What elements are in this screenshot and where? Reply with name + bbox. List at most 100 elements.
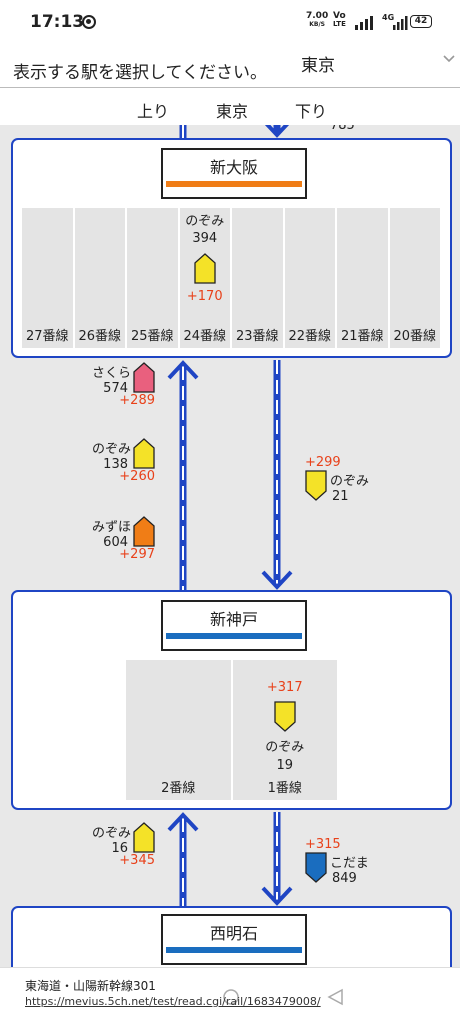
- track[interactable]: 27番線: [22, 208, 75, 348]
- station-card: 新神戸 2番線 1番線 +317 のぞみ 19: [11, 590, 452, 810]
- track-label: 23番線: [235, 329, 279, 344]
- train-number: 138: [103, 457, 128, 472]
- track-label: 21番線: [340, 329, 384, 344]
- train-marker[interactable]: [133, 516, 155, 551]
- station-line-bar: [166, 633, 302, 639]
- station-picker: 表示する駅を選択してください。 東京: [0, 44, 460, 88]
- train-service: のぞみ: [91, 442, 131, 457]
- train-marker[interactable]: [274, 701, 296, 736]
- station-sign: 西明石: [161, 914, 307, 965]
- status-time: 17:13: [30, 12, 85, 32]
- station-card: 西明石: [11, 906, 452, 967]
- train-marker[interactable]: [305, 852, 327, 887]
- track[interactable]: 25番線: [127, 208, 180, 348]
- track[interactable]: 20番線: [390, 208, 441, 348]
- partial-train-number: 785: [330, 125, 355, 133]
- station-name: 新神戸: [209, 610, 258, 629]
- track-label: 24番線: [183, 329, 227, 344]
- track-label: 25番線: [130, 329, 174, 344]
- train-service: のぞみ: [265, 740, 305, 755]
- track-area: 27番線 26番線 25番線 24番線 のぞみ 394 +170 23番線 22番線 21番線 20…: [22, 208, 440, 348]
- up-arrow-icon: [167, 360, 199, 380]
- direction-down-label: 下り: [295, 102, 328, 121]
- track[interactable]: 21番線: [337, 208, 390, 348]
- track[interactable]: 26番線: [75, 208, 127, 348]
- train-service: みずほ: [91, 520, 131, 535]
- train-marker[interactable]: [194, 253, 216, 288]
- home-circle-icon[interactable]: [222, 988, 240, 1006]
- train-delay: +317: [266, 680, 303, 695]
- up-arrow-icon: [167, 812, 199, 832]
- track[interactable]: 22番線: [285, 208, 337, 348]
- train-number: 394: [192, 231, 218, 246]
- train-marker[interactable]: [133, 438, 155, 473]
- network-speed: 7.00 KB/S: [306, 12, 328, 29]
- train-delay: +297: [119, 547, 155, 562]
- track[interactable]: 23番線: [232, 208, 285, 348]
- track[interactable]: 2番線: [126, 660, 233, 800]
- train-number: 19: [276, 758, 294, 773]
- track-label: 20番線: [393, 329, 437, 344]
- train-service: こだま: [330, 856, 369, 871]
- bottom-nav-bar: 東海道・山陽新幹線301 https://mevius.5ch.net/test…: [0, 967, 460, 1024]
- rail-lines: [167, 125, 293, 906]
- track-label: 26番線: [78, 329, 122, 344]
- train-marker[interactable]: [133, 362, 155, 397]
- train-number: 849: [332, 871, 357, 886]
- direction-up-label: 上り: [137, 102, 170, 121]
- station-card: 新大阪 27番線 26番線 25番線 24番線 のぞみ 394 +170 23番線 22番線 21…: [11, 138, 452, 358]
- track-label: 27番線: [25, 329, 69, 344]
- train-number: 574: [103, 381, 128, 396]
- back-triangle-icon[interactable]: [325, 988, 345, 1006]
- track[interactable]: 1番線 +317 のぞみ 19: [233, 660, 338, 800]
- volte-top: Vo: [333, 11, 346, 21]
- station-select-value: 東京: [301, 56, 335, 76]
- train-service: のぞみ: [330, 474, 370, 489]
- station-sign: 新大阪: [161, 148, 307, 199]
- notification-dot-icon: [82, 15, 96, 29]
- signal-icon-2: [393, 16, 408, 30]
- direction-bar: 上り 東京 下り: [0, 89, 460, 125]
- volte-indicator: Vo LTE: [333, 11, 346, 29]
- source-url[interactable]: https://mevius.5ch.net/test/read.cgi/rai…: [25, 995, 321, 1008]
- train-marker[interactable]: [305, 470, 327, 505]
- picker-label: 表示する駅を選択してください。: [13, 63, 267, 83]
- network-type: 4G: [382, 13, 395, 22]
- train-service: さくら: [91, 366, 131, 381]
- down-arrow-icon: [264, 125, 290, 138]
- source-title: 東海道・山陽新幹線301: [25, 979, 156, 993]
- train-number: 604: [103, 535, 128, 550]
- volte-bottom: LTE: [333, 20, 346, 28]
- signal-icon: [355, 16, 373, 30]
- network-speed-value: 7.00: [306, 11, 329, 21]
- down-arrow-icon: [261, 886, 293, 906]
- track-label: 22番線: [288, 329, 332, 344]
- down-arrow-icon: [261, 570, 293, 590]
- station-line-bar: [166, 947, 302, 953]
- status-bar: 17:13 7.00 KB/S Vo LTE 4G 42: [0, 0, 460, 44]
- train-delay: +299: [305, 455, 341, 470]
- train-delay: +170: [186, 289, 223, 304]
- train-number: 16: [111, 841, 128, 856]
- station-name: 新大阪: [209, 158, 258, 177]
- train-service: のぞみ: [91, 826, 131, 841]
- train-delay: +345: [119, 853, 155, 868]
- direction-center-label: 東京: [216, 102, 249, 121]
- station-sign: 新神戸: [161, 600, 307, 651]
- station-name: 西明石: [209, 924, 258, 943]
- track[interactable]: 24番線 のぞみ 394 +170: [180, 208, 232, 348]
- battery-icon: 42: [410, 15, 432, 28]
- train-delay: +260: [119, 469, 155, 484]
- track-area: 2番線 1番線 +317 のぞみ 19: [126, 660, 337, 800]
- track-label: 2番線: [161, 781, 196, 796]
- train-delay: +289: [119, 393, 155, 408]
- station-line-bar: [166, 181, 302, 187]
- train-marker[interactable]: [133, 822, 155, 857]
- track-label: 1番線: [267, 781, 302, 796]
- train-service: のぞみ: [185, 214, 225, 229]
- network-speed-unit: KB/S: [309, 21, 325, 28]
- station-select[interactable]: 東京: [297, 44, 460, 88]
- train-number: 21: [332, 489, 349, 504]
- chevron-down-icon: [443, 55, 455, 63]
